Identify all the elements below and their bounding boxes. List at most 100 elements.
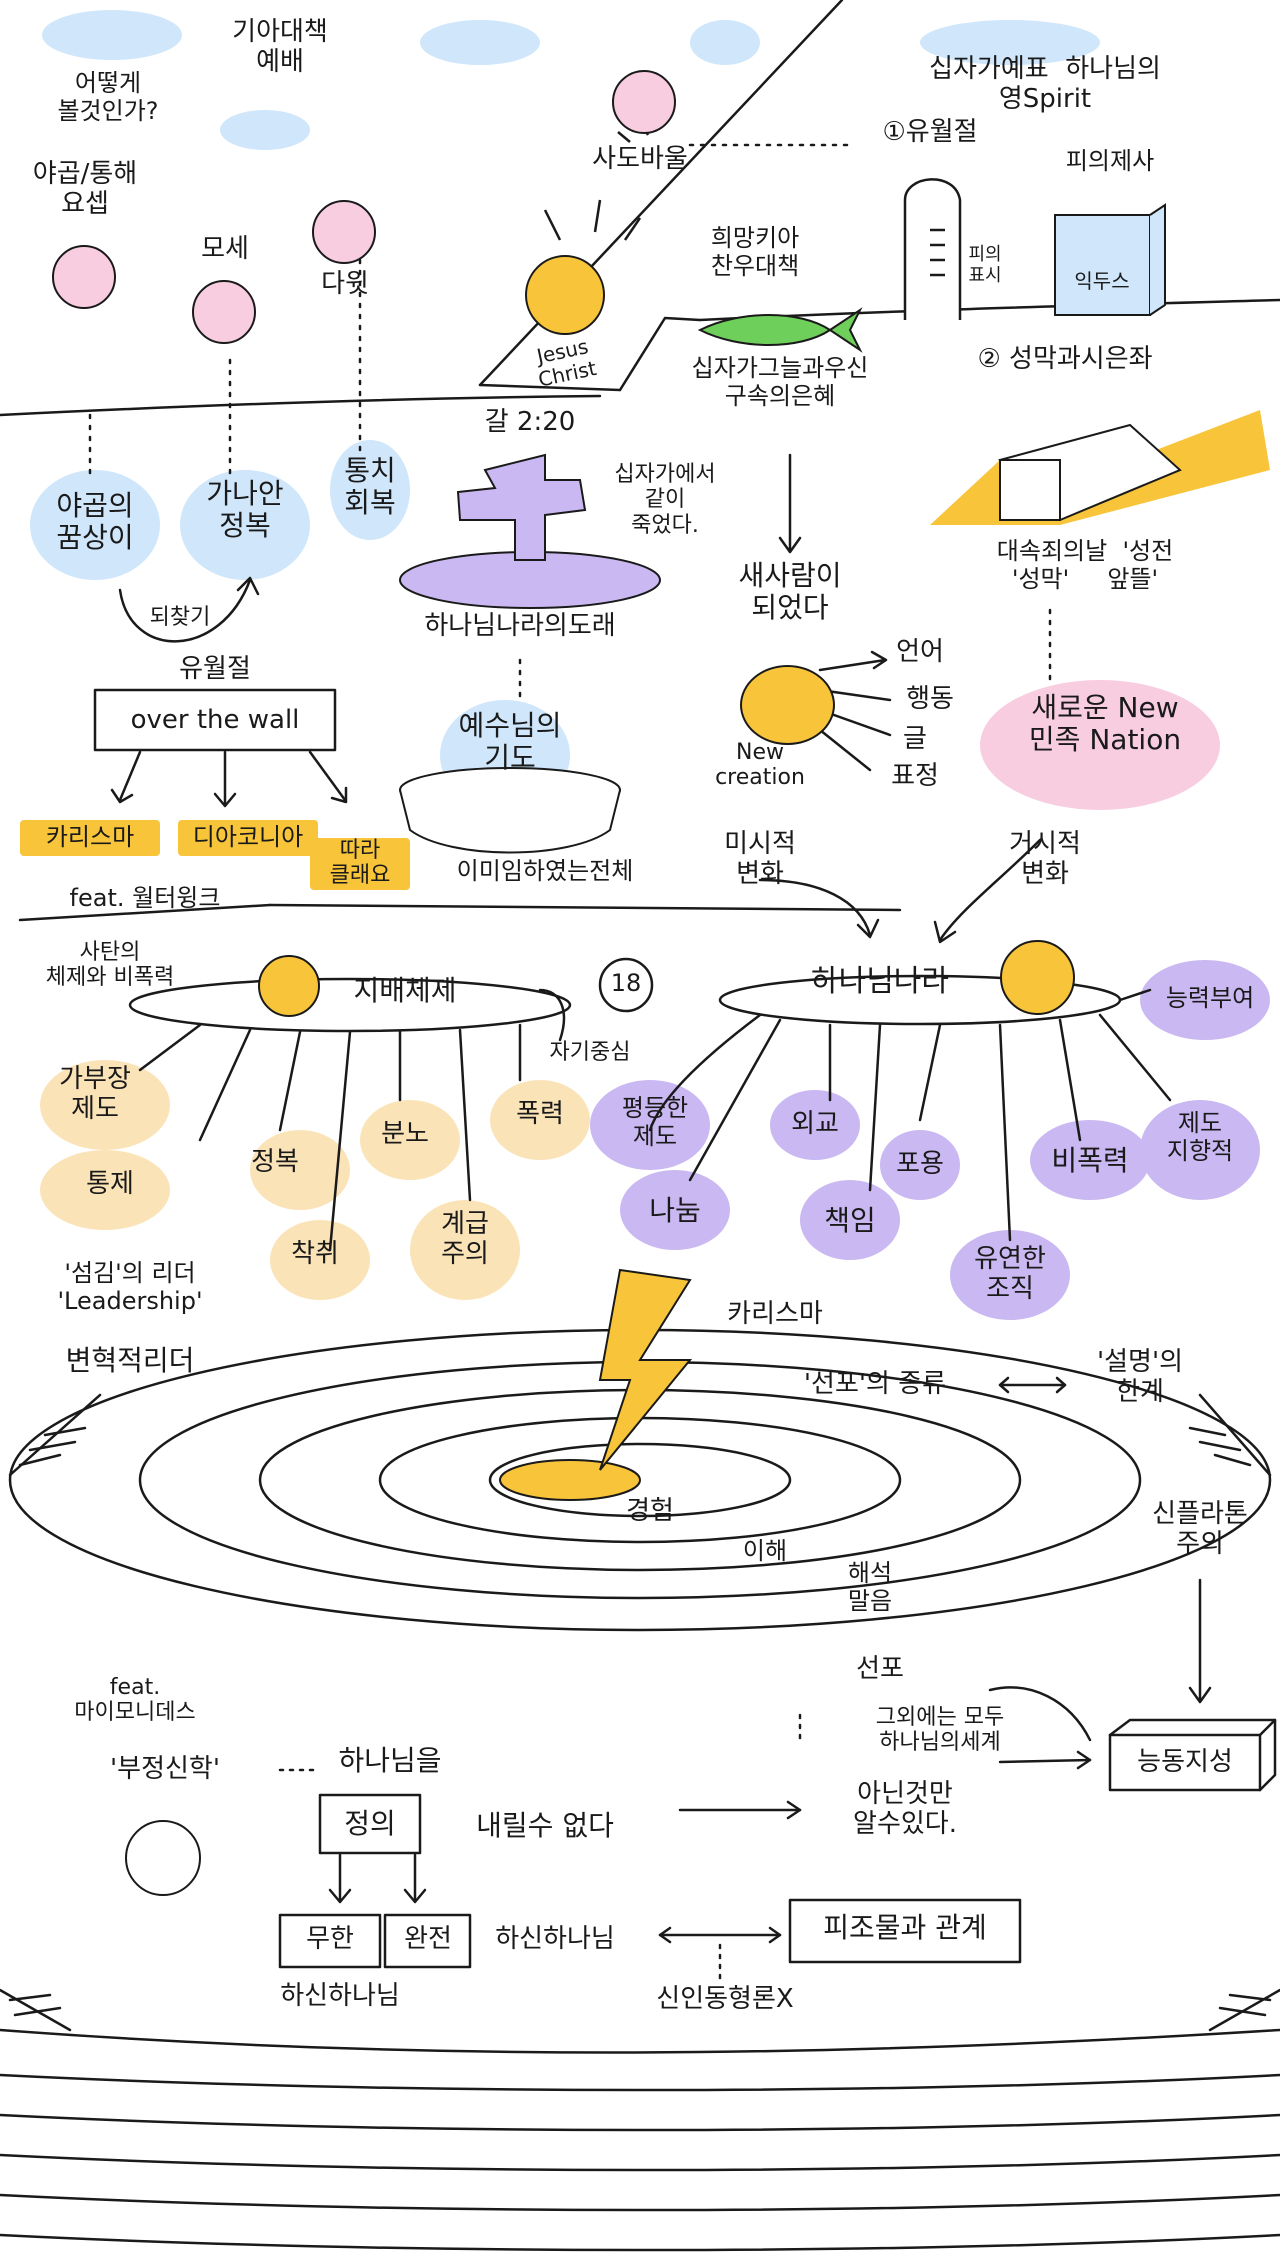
kingdom-item: 평등한 제도 [621, 1094, 689, 1150]
feat-maimonides-label: feat. 마이모니데스 [74, 1675, 196, 1726]
passover-item-label: ①유월절 [882, 117, 978, 147]
tabernacle-item-label: ② 성막과시은좌 [977, 344, 1153, 374]
interpretation-label: 해석 말음 [847, 1559, 893, 1615]
kingdom-item: 외교 [791, 1109, 839, 1139]
highlight-bar [310, 838, 410, 890]
expression-label: 표정 [891, 761, 939, 791]
galatians-label: 갈 2:20 [484, 407, 576, 437]
negative-theology-label: '부정신학' [110, 1754, 220, 1784]
rule-restoration-label: 통치 회복 [344, 454, 396, 520]
joseph-label: 야곱/통해 요셉 [32, 159, 138, 219]
blood-sign-label: 피의 표시 [968, 244, 1002, 286]
cloud-icon [42, 10, 182, 60]
experience-label: 경험 [626, 1496, 674, 1526]
highlight-blob [30, 470, 160, 580]
kingdom-of-god-label: 하나님나라 [811, 964, 949, 999]
satan-system-label: 사탄의 체제와 비폭력 [45, 940, 175, 991]
highlight-blob [800, 1180, 900, 1260]
smiley-face-icon [192, 280, 256, 344]
highlight-blob [490, 1080, 590, 1160]
ichthys-label: 익두스 [1074, 269, 1130, 293]
number-badge: 18 [610, 969, 642, 997]
canaan-conquest-label: 가나안 정복 [206, 477, 284, 543]
highlight-blob [1030, 1120, 1150, 1200]
everything-else-label: 그외에는 모두 하나님의세계 [875, 1705, 1005, 1756]
cross-icon [399, 453, 661, 609]
cloud-icon [220, 110, 310, 150]
highlight-blob [950, 1230, 1070, 1320]
transformational-leader-label: 변혁적리더 [65, 1344, 195, 1377]
highlight-blob [770, 1090, 860, 1160]
lightning-icon [499, 1268, 693, 1501]
highlight-blob [880, 1130, 960, 1200]
cloud-icon [690, 20, 760, 65]
perfect-label: 완전 [404, 1924, 452, 1954]
behavior-label: 행동 [906, 684, 954, 714]
proclamation-label: 선포 [856, 1654, 904, 1684]
god-object-label: 하나님을 [338, 1744, 442, 1777]
kingdom-item: 유연한 조직 [974, 1244, 1046, 1304]
smiley-face-icon [612, 70, 676, 134]
kingdom-item: 제도 지향적 [1166, 1109, 1234, 1165]
passover-label: 유월절 [179, 654, 251, 684]
paul-label: 사도바울 [592, 144, 688, 174]
kingdom-coming-label: 하나님나라의도래 [424, 611, 616, 641]
kingdom-item: 비폭력 [1051, 1144, 1129, 1177]
cloud-icon [420, 20, 540, 65]
understanding-label: 이해 [742, 1537, 788, 1565]
highlight-blob [360, 1100, 460, 1180]
diakonia-label: 디아코니아 [192, 823, 304, 851]
highlight-blob [250, 1130, 350, 1210]
hope-label: 희망키아 찬우대책 [710, 224, 800, 280]
ruling-item: 자기중심 [549, 1040, 631, 1065]
question-label: 어떻게 볼것인가? [57, 69, 159, 125]
micro-change-label: 미시적 변화 [724, 829, 796, 889]
ruling-item: 분노 [381, 1119, 429, 1149]
jesus-prayer-label: 예수님의 기도 [458, 709, 562, 775]
cross-foreshadow-title: 십자가예표 하나님의 영Spirit [929, 54, 1161, 114]
reclaim-label: 되찾기 [149, 605, 211, 630]
creature-relation-label: 피조물과 관계 [823, 1911, 987, 1944]
highlight-blob [1140, 960, 1270, 1040]
tent-icon [930, 410, 1270, 525]
day-of-atonement-label: 대속죄의날 '성전 '성막' 앞뜰' [996, 537, 1174, 593]
jacob-blessing-label: 야곱의 꿈상이 [56, 489, 134, 555]
no-anthropomorphism-label: 신인동형론X [656, 1984, 794, 2014]
crucified-together-label: 십자가에서 같이 죽었다. [614, 462, 716, 538]
david-label: 다윗 [321, 269, 369, 299]
highlight-blob [270, 1220, 370, 1300]
highlight-bar [178, 820, 318, 856]
pedestal-icon [399, 767, 621, 854]
worship-label: 기아대책 예배 [232, 17, 328, 77]
only-know-not-label: 아닌것만 알수있다. [853, 1779, 957, 1839]
revealed-god-label: 하신하나님 [495, 1924, 615, 1954]
ruling-system-label: 지배체제 [353, 974, 457, 1007]
new-creation-label: New creation [715, 740, 805, 791]
ruling-item: 통제 [86, 1169, 134, 1199]
highlight-blob [40, 1150, 170, 1230]
neoplatonism-label: 신플라톤 주의 [1152, 1499, 1248, 1559]
already-present-label: 이미임하였는전체 [456, 857, 634, 885]
ruling-item: 폭력 [516, 1099, 564, 1129]
sun-face-icon [525, 255, 605, 335]
kingdom-item: 나눔 [649, 1194, 701, 1227]
kingdom-item: 포용 [896, 1149, 944, 1179]
proclamation-kind-label: '선포'의 종류 [803, 1369, 947, 1399]
highlight-blob [1140, 1100, 1260, 1200]
moses-label: 모세 [201, 234, 249, 264]
highlight-blob [590, 1080, 710, 1170]
feat-walter-label: feat. 월터윙크 [69, 884, 221, 912]
door-pillar-icon [903, 178, 962, 320]
sun-face-icon [258, 955, 320, 1017]
ark-icon [1054, 203, 1166, 316]
highlight-blob [180, 470, 310, 580]
blood-sacrifice-label: 피의제사 [1065, 147, 1155, 175]
ruling-item: 정복 [251, 1147, 299, 1177]
highlight-blob [410, 1200, 520, 1300]
highlight-blob [330, 440, 410, 540]
cannot-define-label: 내릴수 없다 [476, 1809, 614, 1842]
sun-face-icon [1000, 940, 1075, 1015]
highlight-blob [980, 680, 1220, 810]
infinite-label: 무한 [306, 1924, 354, 1954]
